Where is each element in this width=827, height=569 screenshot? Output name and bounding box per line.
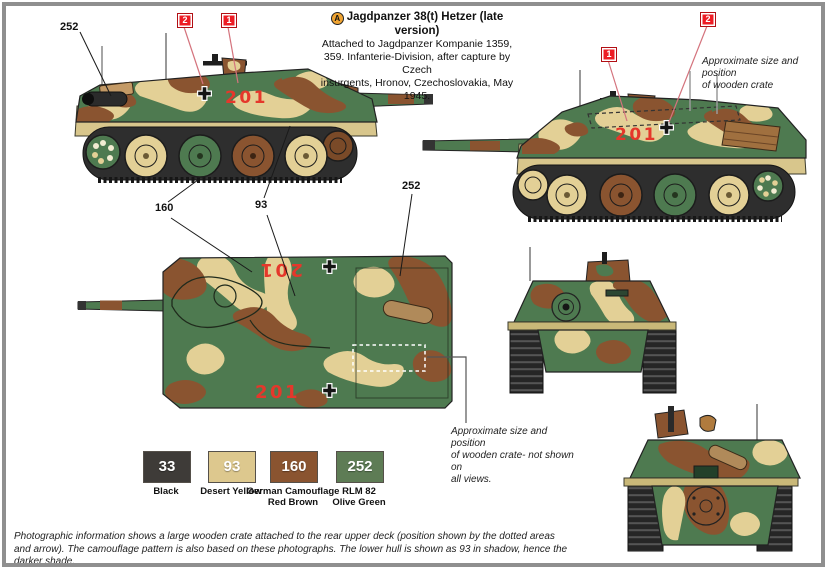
callout-paint-93: 93 xyxy=(255,199,268,211)
paint-chip-160: 160 xyxy=(270,451,318,483)
callout-paint-252-left: 252 xyxy=(60,21,79,33)
tactical-number: 201 xyxy=(255,382,300,403)
paint-chip-252: 252 xyxy=(336,451,384,483)
left-profile-view: 201 xyxy=(74,33,433,183)
road-wheels xyxy=(517,169,784,217)
vent xyxy=(605,289,629,297)
fender xyxy=(507,321,677,331)
callout-paint-160: 160 xyxy=(155,202,174,214)
decal-callout-2-left: 2 xyxy=(177,13,193,28)
tactical-number: 201 xyxy=(225,88,268,108)
scheme-a-marker-icon: A xyxy=(330,12,344,25)
paint-chip-93: 93 xyxy=(208,451,256,483)
track-left xyxy=(509,323,544,394)
paint-name-160: German Camouflage Red Brown xyxy=(246,486,340,508)
tactical-number: 201 xyxy=(615,125,658,145)
right-profile-view: 201 xyxy=(422,70,807,222)
engine-deck-panel xyxy=(355,267,449,399)
decal-callout-1-left: 1 xyxy=(221,13,237,28)
track-right xyxy=(642,323,677,394)
paint-chip-33: 33 xyxy=(143,451,191,483)
paint-name-252: RLM 82 Olive Green xyxy=(332,486,386,508)
deck-camouflage xyxy=(163,256,452,408)
rear-hatch xyxy=(686,486,726,526)
remote-mg-mount xyxy=(585,252,631,283)
decal-callout-2-right: 2 xyxy=(700,12,716,27)
photo-reference-note: Photographic information shows a large w… xyxy=(14,531,568,567)
crate-dashed-outline xyxy=(587,105,741,129)
front-view xyxy=(507,247,677,394)
paint-name-33: Black xyxy=(153,486,179,497)
crate-note-top: Approximate size and position of wooden … xyxy=(451,426,574,485)
rear-view xyxy=(623,404,801,552)
crate-dashed-outline xyxy=(352,344,426,372)
top-plan-view: 201 201 xyxy=(77,255,453,409)
page-title: Jagdpanzer 38(t) Hetzer (late version) xyxy=(346,11,504,37)
paint-name-93: Desert Yellow xyxy=(200,486,262,497)
road-wheels xyxy=(85,130,354,178)
exhaust-muffler xyxy=(382,299,434,325)
tactical-number: 201 xyxy=(258,259,303,280)
exhaust-muffler xyxy=(708,444,748,471)
intake-grille xyxy=(693,465,719,479)
callout-paint-252-top: 252 xyxy=(402,180,421,192)
fender xyxy=(623,477,799,487)
callout-lines xyxy=(79,25,718,423)
scheme-description: Attached to Jagdpanzer Kompanie 1359, 35… xyxy=(320,38,514,102)
decal-callout-1-right: 1 xyxy=(601,47,617,62)
cleaning-rod xyxy=(249,319,331,349)
mantlet-outline xyxy=(171,276,263,329)
roof-periscope xyxy=(654,406,717,439)
crate-note-side: Approximate size and position of wooden … xyxy=(702,56,799,91)
